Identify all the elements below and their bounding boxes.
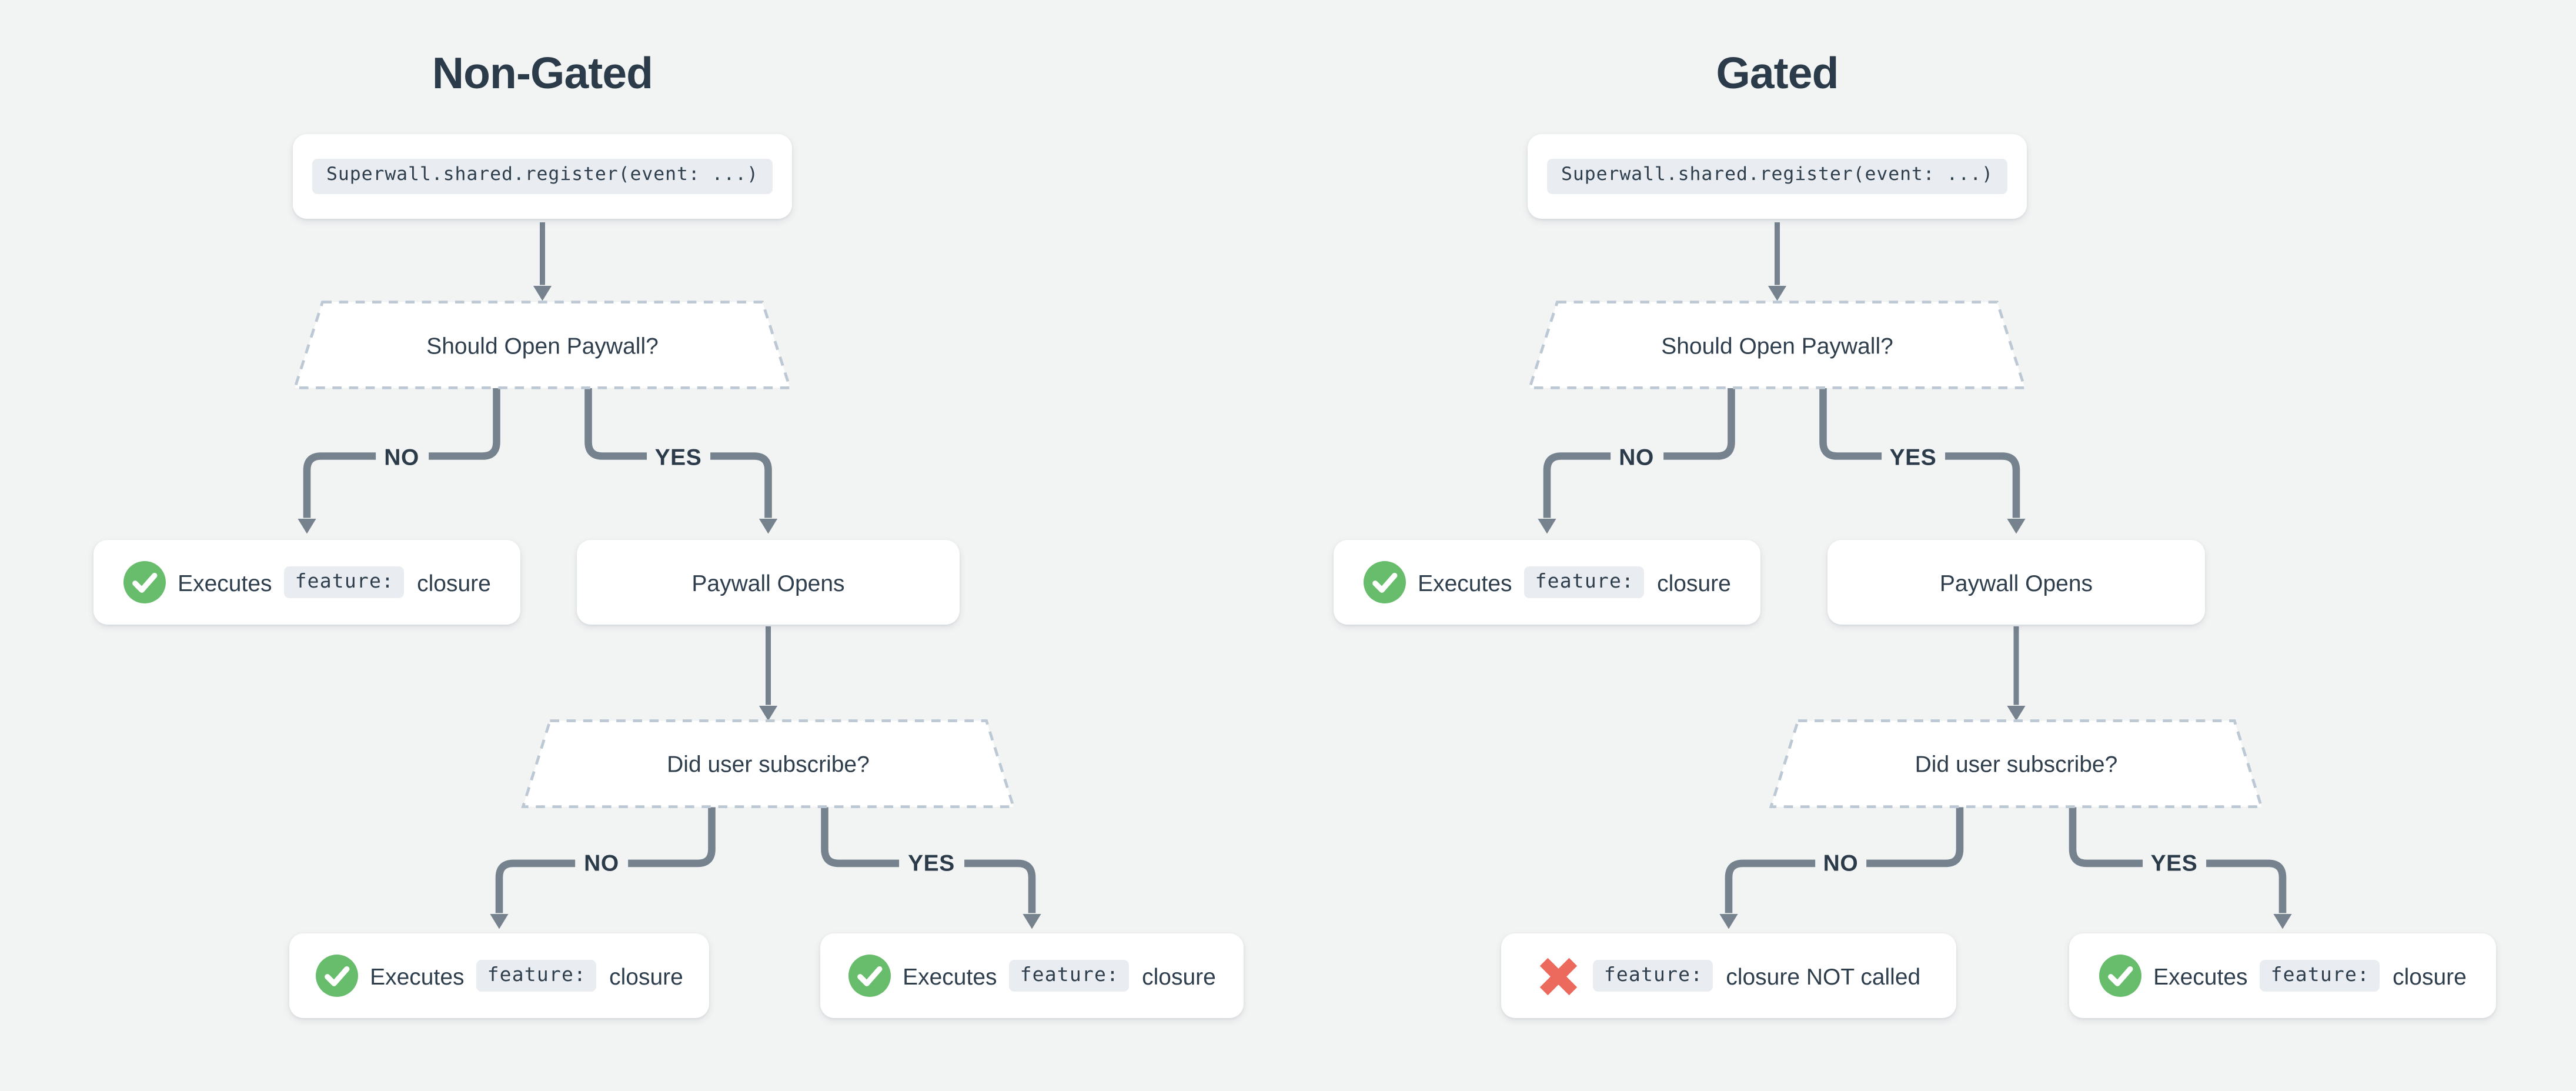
feature-chip: feature: bbox=[476, 959, 597, 993]
edge-label-no: NO bbox=[1610, 443, 1663, 469]
x-icon bbox=[1540, 957, 1578, 995]
column-title: Gated bbox=[1716, 49, 1839, 99]
arrowhead bbox=[1719, 913, 1738, 929]
check-circle-icon bbox=[2099, 955, 2141, 997]
node-executes-feature: Executes feature: closure bbox=[1334, 540, 1760, 625]
edge-label-no: NO bbox=[575, 850, 628, 877]
node-executes-feature: Executes feature: closure bbox=[93, 540, 520, 625]
decision-shape bbox=[521, 719, 1015, 808]
node-text: closure bbox=[417, 569, 491, 596]
decision-shape bbox=[1769, 719, 2264, 808]
arrowhead bbox=[759, 705, 778, 721]
column-title: Non-Gated bbox=[432, 49, 653, 99]
arrowhead bbox=[2273, 913, 2292, 929]
arrowhead bbox=[533, 285, 552, 301]
node-outcome-no-executes-feature: Executes feature: closure bbox=[289, 933, 709, 1018]
edge-label-yes: YES bbox=[646, 443, 711, 469]
check-circle-icon bbox=[315, 955, 358, 997]
feature-chip: feature: bbox=[1593, 959, 1714, 993]
arrowhead bbox=[298, 518, 316, 534]
decision-label-did-user-subscribe: Did user subscribe? bbox=[667, 750, 870, 776]
node-text: Executes bbox=[2153, 962, 2248, 989]
decision-label-should-open-paywall: Should Open Paywall? bbox=[426, 332, 659, 358]
edge-label-no: NO bbox=[1814, 850, 1867, 877]
arrowhead bbox=[1023, 913, 1041, 929]
node-outcome-no-feature-not-called: feature: closure NOT called bbox=[1501, 933, 1956, 1018]
check-circle-icon bbox=[123, 561, 166, 603]
node-text: closure bbox=[2393, 962, 2467, 989]
arrowhead bbox=[1768, 285, 1787, 301]
node-text: closure NOT called bbox=[1726, 962, 1921, 989]
code-snippet: Superwall.shared.register(event: ...) bbox=[1547, 158, 2007, 195]
arrowhead bbox=[1538, 518, 1556, 534]
node-text: Paywall Opens bbox=[1939, 569, 2093, 596]
check-circle-icon bbox=[848, 955, 891, 997]
node-paywall-opens: Paywall Opens bbox=[577, 540, 960, 625]
node-text: Executes bbox=[178, 569, 272, 596]
feature-chip: feature: bbox=[2260, 959, 2381, 993]
node-text: closure bbox=[609, 962, 683, 989]
decision-shape bbox=[1528, 301, 2027, 389]
feature-chip: feature: bbox=[284, 565, 405, 599]
node-paywall-opens: Paywall Opens bbox=[1827, 540, 2205, 625]
edge-label-yes: YES bbox=[2141, 850, 2207, 877]
arrowhead bbox=[2007, 518, 2026, 534]
node-register-call: Superwall.shared.register(event: ...) bbox=[1528, 134, 2027, 219]
edge-label-no: NO bbox=[375, 443, 428, 469]
arrowhead bbox=[2007, 705, 2026, 721]
edge-label-yes: YES bbox=[1880, 443, 1946, 469]
node-text: Paywall Opens bbox=[691, 569, 845, 596]
feature-chip: feature: bbox=[1524, 565, 1645, 599]
node-text: Executes bbox=[1418, 569, 1512, 596]
edge-label-yes: YES bbox=[899, 850, 964, 877]
arrowheads bbox=[298, 285, 2292, 929]
arrowhead bbox=[759, 518, 778, 534]
node-outcome-yes-executes-feature: Executes feature: closure bbox=[2069, 933, 2496, 1018]
node-text: closure bbox=[1142, 962, 1216, 989]
check-circle-icon bbox=[1363, 561, 1406, 603]
arrowhead bbox=[490, 913, 509, 929]
feature-chip: feature: bbox=[1009, 959, 1130, 993]
decision-shape bbox=[293, 301, 792, 389]
decision-label-did-user-subscribe: Did user subscribe? bbox=[1915, 750, 2118, 776]
node-text: Executes bbox=[903, 962, 997, 989]
decision-label-should-open-paywall: Should Open Paywall? bbox=[1661, 332, 1893, 358]
node-text: Executes bbox=[370, 962, 465, 989]
node-outcome-yes-executes-feature: Executes feature: closure bbox=[820, 933, 1244, 1018]
node-register-call: Superwall.shared.register(event: ...) bbox=[293, 134, 792, 219]
code-snippet: Superwall.shared.register(event: ...) bbox=[312, 158, 773, 195]
node-text: closure bbox=[1657, 569, 1731, 596]
